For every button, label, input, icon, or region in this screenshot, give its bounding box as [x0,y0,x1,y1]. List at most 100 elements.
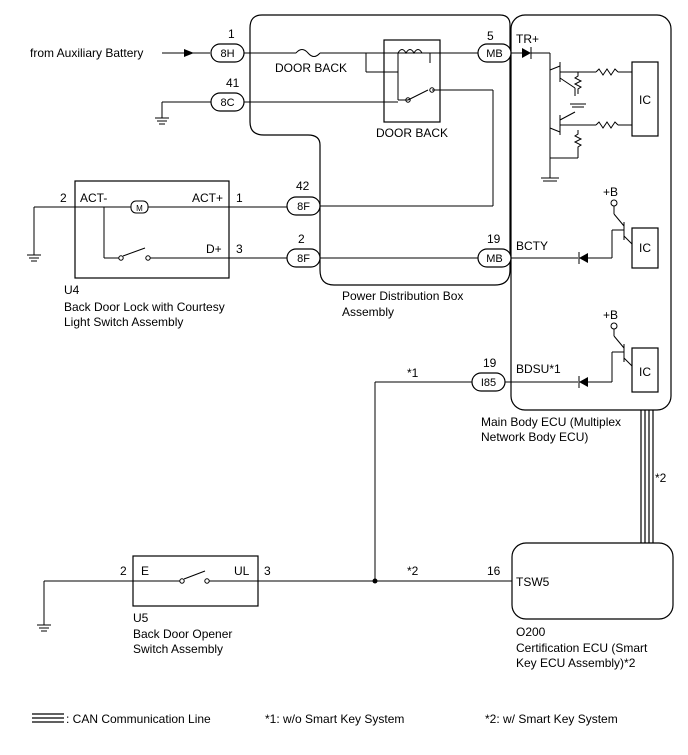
ic-block-3 [631,347,659,393]
pin-number-19-bdsu: 19 [483,356,497,370]
u4-pin-dplus: D+ [206,242,222,256]
relay-door-back: DOOR BACK [376,39,448,140]
pdb-name-line1: Power Distribution Box [342,289,463,303]
connector-mb-bcty: MB [477,248,512,268]
legend-note2: *2: w/ Smart Key System [485,712,618,726]
transistor-icon [549,62,596,89]
power-distribution-box: Power Distribution Box Assembly 1 8H 41 … [162,14,511,319]
pin-name-tr: TR+ [516,32,539,46]
u5-pin-3: 3 [264,564,271,578]
ground-icon [541,158,559,182]
switch-icon [179,570,210,584]
transistor-icon [549,111,596,135]
back-door-lock-assembly: 2 ACT- ACT+ 1 D+ 3 M U4 Back Door Lock w… [34,180,287,329]
ic-block-1 [631,61,659,137]
auxiliary-battery-source: from Auxiliary Battery [30,46,210,60]
arrow-icon [184,49,194,57]
u4-pin-2: 2 [60,191,67,205]
cert-name-line1: Certification ECU (Smart [516,641,648,655]
fuse-label: DOOR BACK [275,61,347,75]
u5-pin-e: E [141,564,149,578]
note-star2-branch: *2 [407,564,419,578]
pin-name-bcty: BCTY [516,239,548,253]
ic-label-1: IC [639,93,651,107]
connector-i85-label: I85 [481,377,496,389]
u5-pin-ul: UL [234,564,250,578]
certification-ecu: 16 TSW5 O200 Certification ECU (Smart Ke… [487,542,674,670]
can-communication-line [640,410,654,543]
u5-pin-2: 2 [120,564,127,578]
u5-name-line1: Back Door Opener [133,627,232,641]
relay-label: DOOR BACK [376,126,448,140]
cert-code: O200 [516,625,546,639]
u4-pin-act-plus: ACT+ [192,191,223,205]
pin-number-1: 1 [228,27,235,41]
u4-name-line1: Back Door Lock with Courtesy [64,300,225,314]
u5-code: U5 [133,611,149,625]
pdb-name-line2: Assembly [342,305,394,319]
connector-mb-tr: MB [477,43,512,63]
legend-note1: *1: w/o Smart Key System [265,712,404,726]
ground-8c [155,102,169,125]
ic-block-2 [631,227,659,269]
diode-icon [579,377,588,387]
resistor-icon [595,68,619,76]
connector-8h-label: 8H [220,48,234,60]
resistor-icon [573,72,583,94]
u4-name-line2: Light Switch Assembly [64,315,183,329]
transistor-icon [613,213,633,245]
cert-pin-tsw5: TSW5 [516,575,550,589]
plus-b-terminal-icon [610,199,618,207]
junction-dot [372,578,378,584]
connector-8c-label: 8C [220,97,234,109]
connector-8c: 8C [210,92,245,112]
connector-i85: I85 [471,372,506,392]
note-star2-can: *2 [655,471,667,485]
u5-name-line2: Switch Assembly [133,642,223,656]
diode-icon [522,48,531,58]
body-ecu-name-line2: Network Body ECU) [481,430,588,444]
diode-icon [579,253,588,263]
relay-coil-icon [397,49,423,55]
cert-name-line2: Key ECU Assembly)*2 [516,656,636,670]
pin-number-19-bcty: 19 [487,232,501,246]
ground-icon [570,103,586,108]
svg-text:M: M [136,204,143,213]
connector-mb-tr-label: MB [486,48,503,60]
pin-name-bdsu: BDSU*1 [516,362,561,376]
u4-pin-act-minus: ACT- [80,191,107,205]
source-label: from Auxiliary Battery [30,46,143,60]
connector-8f-door: 8F [286,248,321,268]
pin-number-42: 42 [296,179,310,193]
connector-8h: 8H [210,43,245,63]
u4-code: U4 [64,283,80,297]
cert-pin-16: 16 [487,564,501,578]
plus-b-label-1: +B [603,185,618,199]
transistor-icon [613,335,633,367]
can-line-symbol-icon [32,713,64,723]
connector-8f-act-label: 8F [297,201,310,213]
fuse-icon [295,49,321,57]
plus-b-label-2: +B [603,308,618,322]
ic-label-3: IC [639,365,651,379]
resistor-icon [573,130,583,152]
legend-can: : CAN Communication Line [66,712,211,726]
motor-icon: M [130,200,149,214]
pin-number-2: 2 [298,232,305,246]
ground-u4 [27,207,41,262]
main-body-ecu: Main Body ECU (Multiplex Network Body EC… [471,14,672,444]
switch-icon [118,247,151,261]
legend: : CAN Communication Line *1: w/o Smart K… [32,712,618,726]
u4-pin-1: 1 [236,191,243,205]
resistor-icon [595,121,619,129]
connector-8f-act: 8F [286,196,321,216]
ic-label-2: IC [639,241,651,255]
back-door-opener-switch-assembly: 2 E UL 3 U5 Back Door Opener Switch Asse… [44,555,512,656]
plus-b-terminal-icon [610,322,618,330]
pin-number-5: 5 [487,29,494,43]
ground-u5 [37,581,51,632]
body-ecu-name-line1: Main Body ECU (Multiplex [481,415,621,429]
u4-pin-3: 3 [236,242,243,256]
pin-number-41: 41 [226,76,240,90]
